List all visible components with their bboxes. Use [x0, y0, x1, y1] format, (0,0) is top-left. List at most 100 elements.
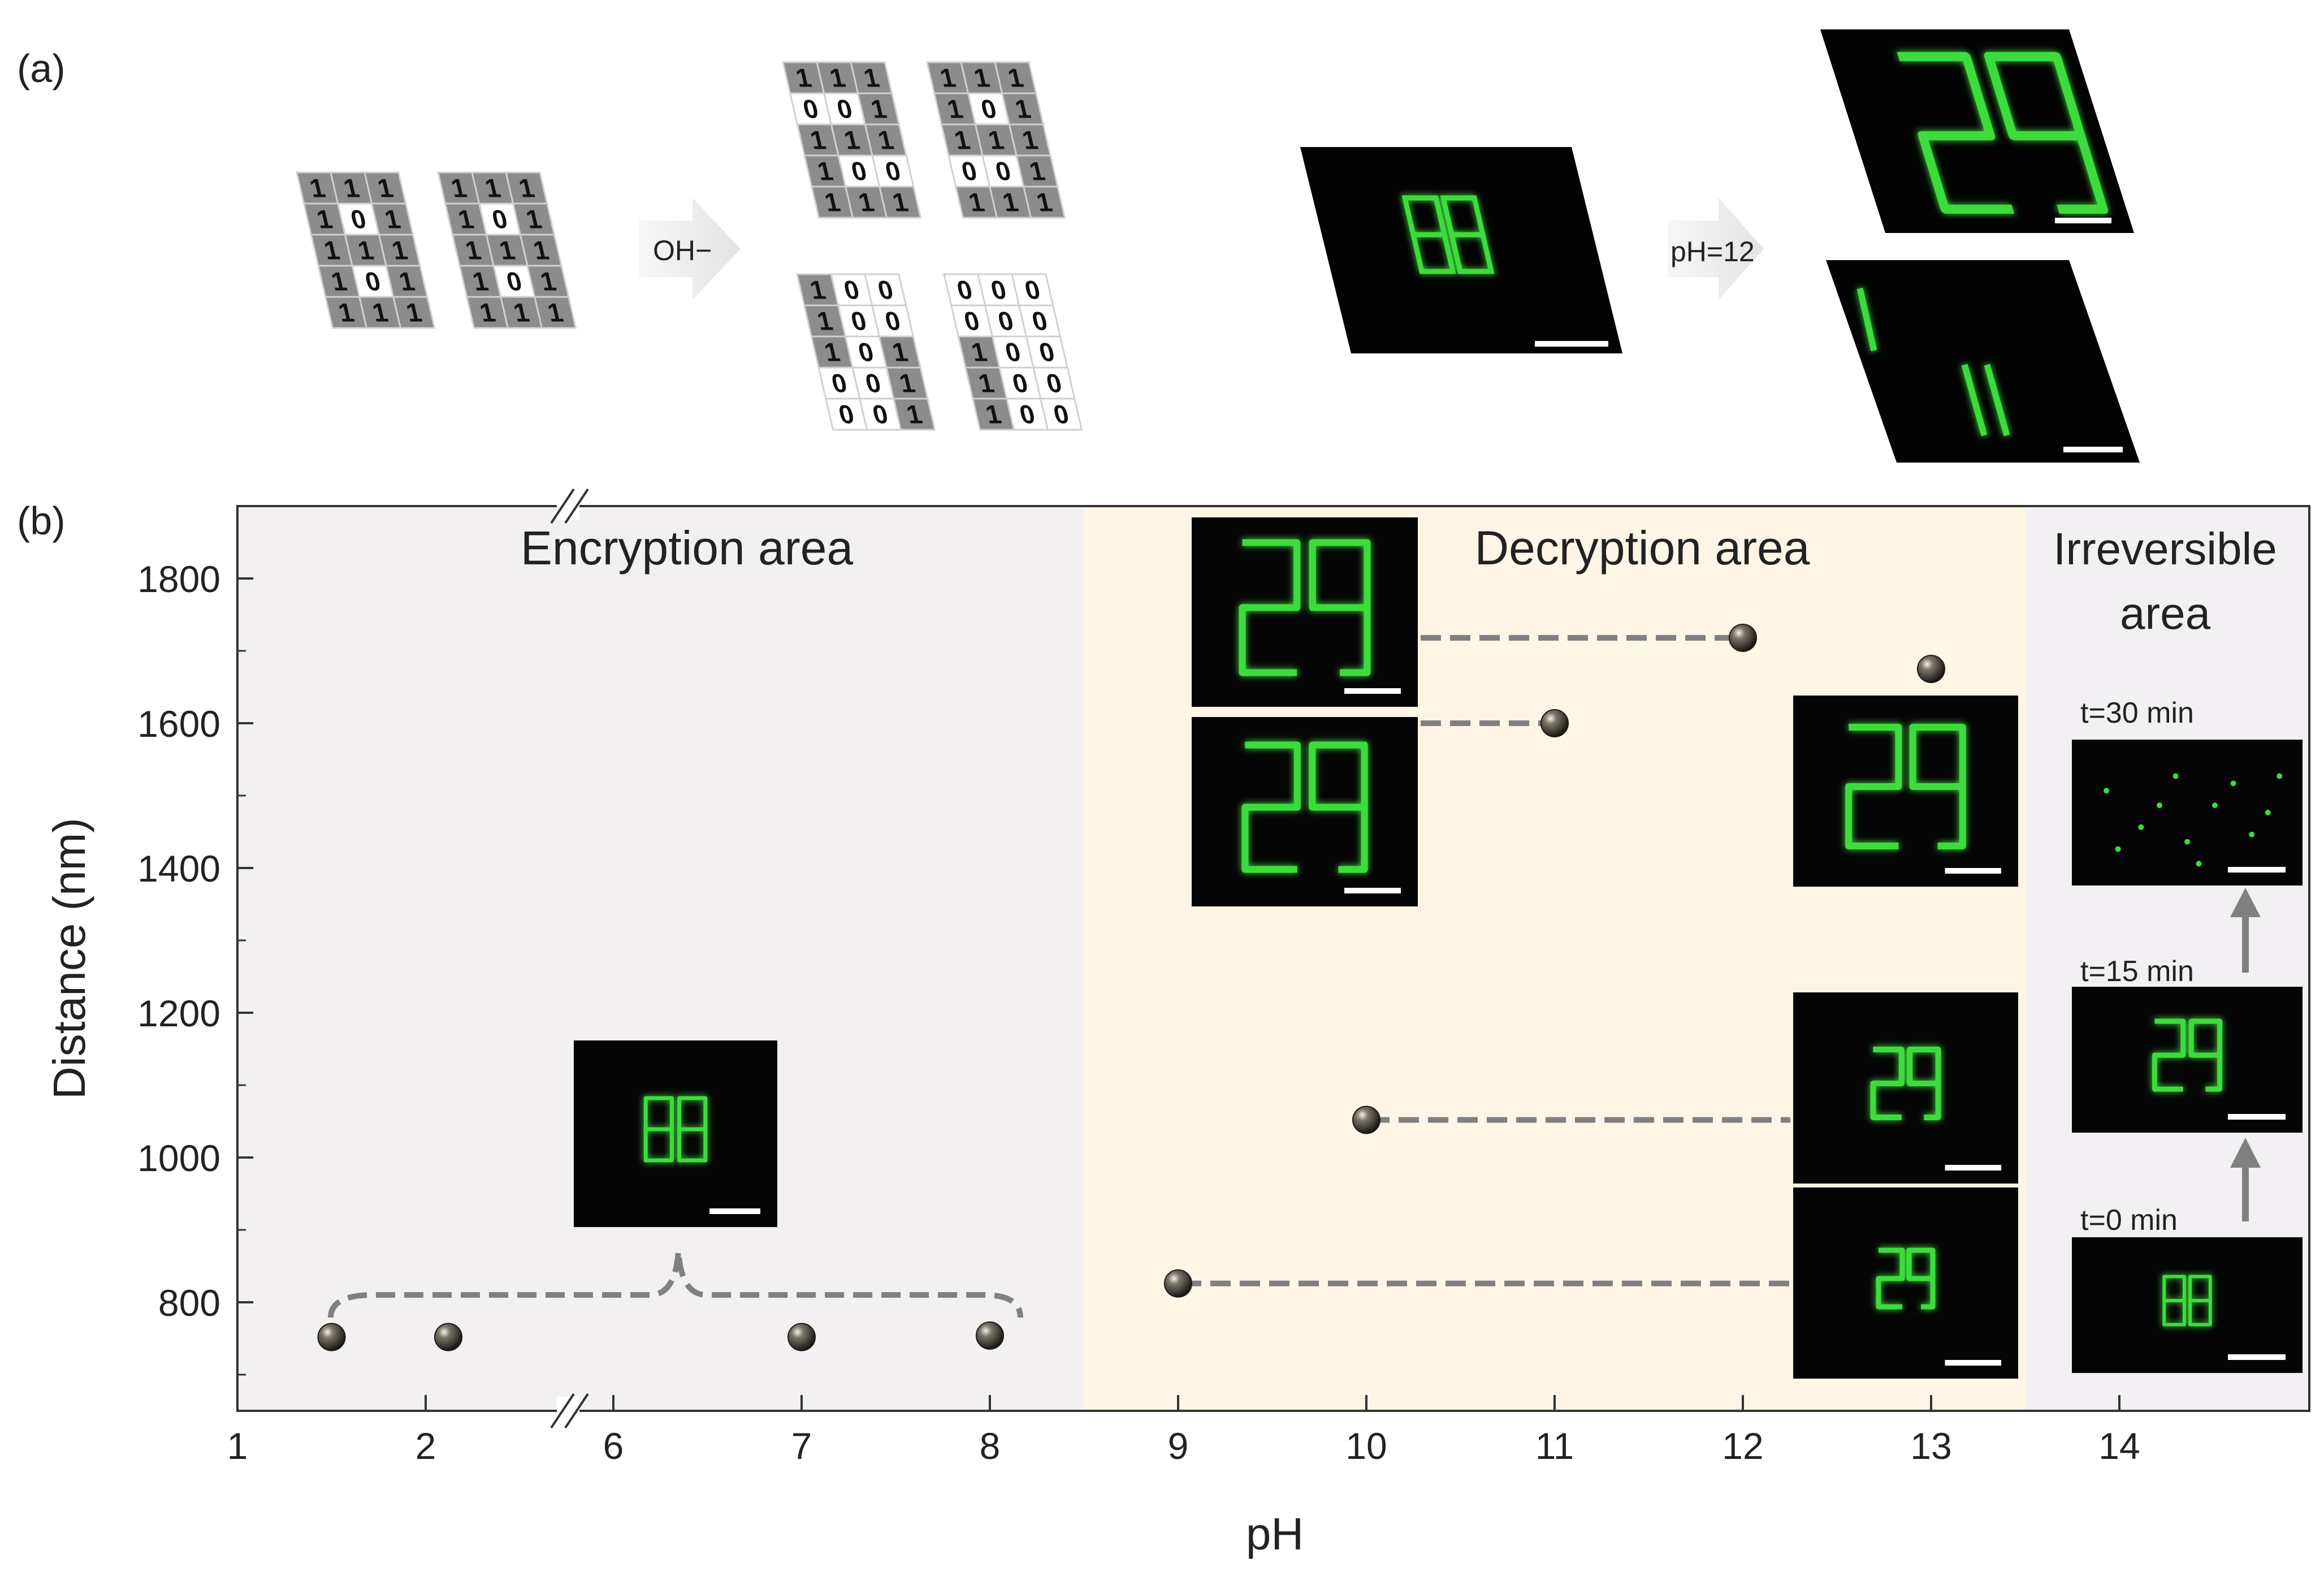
- plot-frame: [236, 505, 2310, 1412]
- oh-arrow-label: OH−: [653, 235, 712, 266]
- data-point-ph-8: [976, 1321, 1004, 1350]
- speckle: [2172, 773, 2179, 779]
- glow-digits: [2162, 1275, 2212, 1327]
- axis-break-bottom: [550, 1393, 589, 1429]
- glow-digits: [1870, 1047, 1941, 1120]
- region-label-encryption: Encryption area: [521, 521, 854, 575]
- y-axis-label: Distance (nm): [44, 818, 94, 1099]
- region-label-irreversible-line1: Irreversible: [2053, 524, 2277, 574]
- time-label-0min: t=0 min: [2080, 1204, 2178, 1237]
- fluorescence-image-88: [1300, 147, 1622, 353]
- data-point-ph-2.5: [434, 1323, 462, 1351]
- connectors: [1181, 634, 1790, 1286]
- data-point-ph-10: [1352, 1105, 1380, 1134]
- x-tick-label: 14: [2098, 1425, 2140, 1467]
- inset-t30: [2072, 740, 2303, 886]
- code-cell: [892, 398, 936, 431]
- speckle: [2265, 810, 2271, 815]
- region-label-irreversible-line2: area: [2120, 588, 2211, 638]
- data-point-ph-12: [1729, 623, 1757, 652]
- x-tick-label: 12: [1722, 1425, 1763, 1467]
- speckle: [2196, 861, 2202, 867]
- inset-bg: [1793, 696, 2018, 887]
- inset-t0: [2072, 1237, 2303, 1373]
- time-label-30min: t=30 min: [2080, 697, 2194, 729]
- glow-digits: [643, 1096, 708, 1163]
- y-tick-label: 1200: [137, 992, 220, 1034]
- inset-ph11-29: [1192, 717, 1418, 906]
- region-bg-0: [237, 506, 1084, 1411]
- inset-bg: [2072, 740, 2303, 886]
- time-arrow-up-1: [2230, 888, 2261, 973]
- fluorescence-image-11: [1826, 260, 2140, 463]
- data-point-ph-9: [1164, 1269, 1192, 1298]
- y-tick-label: 1000: [137, 1137, 220, 1179]
- data-point-ph-13: [1917, 655, 1945, 683]
- inset-bg: [1793, 992, 2018, 1184]
- inset-bg: [1793, 1187, 2018, 1379]
- inset-bg: [2072, 987, 2303, 1133]
- x-tick-label: 11: [1535, 1425, 1574, 1467]
- inset-ph10-29: [1793, 992, 2018, 1184]
- y-tick-label: 1600: [137, 703, 220, 745]
- y-tick-label: 800: [158, 1282, 220, 1324]
- code-cell: [1039, 398, 1083, 431]
- oh-arrow: OH−: [639, 198, 741, 300]
- panel-label-b: (b): [17, 499, 66, 543]
- data-point-ph-11: [1540, 709, 1569, 737]
- x-axis-label: pH: [1246, 1509, 1304, 1559]
- x-tick-label: 1: [227, 1425, 248, 1467]
- x-tick-label: 6: [603, 1425, 624, 1467]
- inset-ph13-29: [1793, 696, 2018, 887]
- inset-bg: [2072, 1237, 2303, 1373]
- time-arrow-up-2: [2230, 1138, 2261, 1221]
- code-cell: [533, 296, 577, 329]
- time-label-15min: t=15 min: [2080, 955, 2194, 988]
- x-tick-label: 2: [416, 1425, 436, 1467]
- axis-break-top: [550, 488, 589, 524]
- speckle: [2230, 780, 2236, 787]
- speckle: [2277, 773, 2283, 779]
- glow-digits: [1241, 741, 1368, 873]
- glow-digits: [1876, 1247, 1936, 1310]
- fluorescence-image-29: [1820, 29, 2134, 233]
- inset-ph9-29: [1793, 1187, 2018, 1379]
- speckle: [2157, 802, 2163, 809]
- code-cell: [1022, 185, 1066, 219]
- inset-t15: [2072, 987, 2303, 1133]
- region-label-decryption: Decryption area: [1475, 521, 1810, 575]
- data-point-ph-1.5: [317, 1323, 346, 1351]
- code-cell: [878, 185, 922, 219]
- y-tick-label: 1400: [137, 848, 220, 889]
- x-tick-label: 10: [1345, 1425, 1387, 1467]
- ph12-arrow: pH=12: [1668, 198, 1764, 300]
- insets: [574, 517, 2303, 1379]
- panel-label-a: (a): [17, 46, 66, 90]
- glow-digits: [1845, 724, 1966, 849]
- glow-digits: [2152, 1018, 2223, 1092]
- glow-digits: [1239, 539, 1371, 676]
- x-tick-label: 7: [791, 1425, 812, 1467]
- code-cell: [392, 296, 436, 329]
- inset-bg: [1192, 717, 1418, 906]
- speckle: [2104, 788, 2110, 794]
- speckle: [2115, 846, 2121, 852]
- x-tick-label: 13: [1910, 1425, 1951, 1467]
- inset-bg: [574, 1040, 777, 1227]
- data-points: [317, 623, 1945, 1351]
- encryption-brace: [328, 1250, 1023, 1318]
- x-tick-label: 9: [1168, 1425, 1189, 1467]
- x-tick-label: 8: [980, 1425, 1001, 1467]
- speckle: [2138, 824, 2144, 830]
